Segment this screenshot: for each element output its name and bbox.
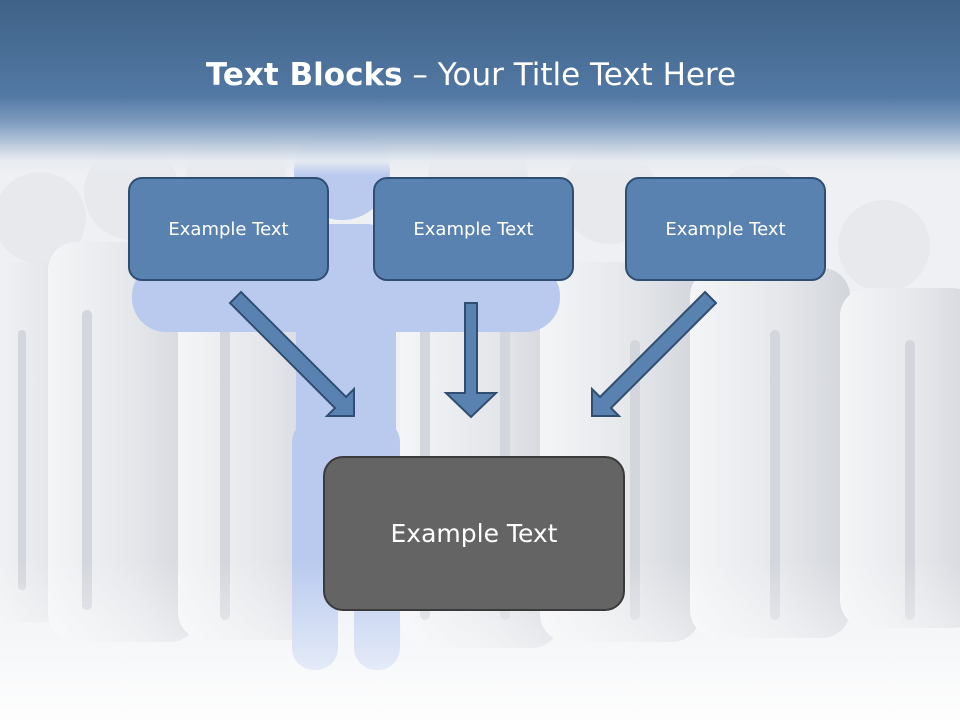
- text-block-top-left[interactable]: Example Text: [128, 177, 329, 281]
- text-block-top-middle-label: Example Text: [413, 218, 534, 240]
- arrow-right-diagonal[interactable]: [591, 290, 718, 417]
- arrow-left-diagonal[interactable]: [228, 290, 355, 417]
- slide-title[interactable]: Text Blocks – Your Title Text Here: [0, 52, 942, 98]
- title-bold-text: Text Blocks: [205, 57, 403, 93]
- text-block-bottom-label: Example Text: [390, 519, 558, 548]
- text-block-top-right[interactable]: Example Text: [625, 177, 826, 281]
- text-block-bottom[interactable]: Example Text: [323, 456, 625, 611]
- text-block-top-left-label: Example Text: [168, 218, 289, 240]
- header-band: [0, 0, 960, 175]
- text-block-top-right-label: Example Text: [665, 218, 786, 240]
- arrow-middle-down[interactable]: [443, 302, 499, 419]
- text-block-top-middle[interactable]: Example Text: [373, 177, 574, 281]
- title-rest-text: – Your Title Text Here: [402, 57, 737, 93]
